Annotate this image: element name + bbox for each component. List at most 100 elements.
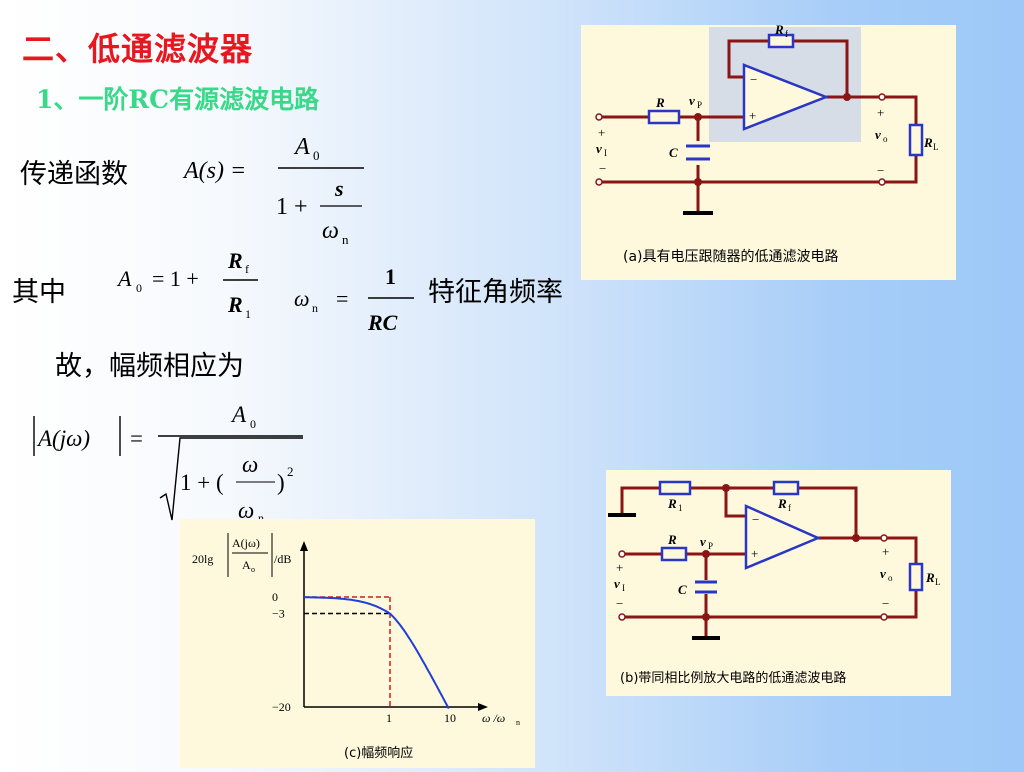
figure-b-noninverting-lowpass: − + R 1 R f R v P + v I − C + v o − R L … (606, 470, 951, 696)
label-vo: v (875, 127, 881, 142)
figure-a-circuit: − + R f R v P + v I − C + v o − R L (a)具… (595, 22, 939, 265)
amp-den-one: 1 + ( (180, 470, 224, 495)
tf-denominator-omega-sub: n (342, 232, 349, 247)
ylabel-unit: /dB (274, 552, 291, 566)
figure-c-caption: (c)幅频响应 (344, 745, 413, 761)
a0-denominator-sub: 1 (245, 307, 251, 321)
tf-denominator-omega: ω (322, 218, 339, 244)
y-tick-label: 0 (272, 590, 278, 604)
a0-equals: = 1 + (152, 266, 199, 291)
opamp-triangle (744, 504, 822, 570)
amp-den-omega-n-sub: n (258, 511, 264, 523)
label-out-minus: − (882, 596, 889, 611)
resistor-rl (908, 123, 924, 157)
label-c: C (669, 145, 678, 160)
label-in-minus: − (599, 161, 606, 176)
node-ground (702, 613, 710, 621)
x-tick-label: 1 (386, 711, 392, 725)
tf-numerator-sub: 0 (313, 148, 320, 163)
amp-lhs: A(jω) (36, 426, 90, 451)
label-vo-sub: o (888, 573, 893, 583)
label-rf: R (774, 25, 784, 37)
wn-description: 特征角频率 (428, 277, 563, 308)
label-r: R (655, 95, 665, 110)
label-rf-sub: f (785, 29, 788, 39)
label-rl-sub: L (935, 577, 941, 587)
terminal-out-bottom (880, 613, 888, 621)
where-label: 其中 (12, 277, 66, 308)
ground-rail (599, 155, 918, 184)
label-out-minus: − (877, 163, 884, 178)
label-rl: R (923, 135, 933, 150)
label-in-plus: + (598, 125, 605, 140)
label-in-plus: + (616, 560, 623, 575)
ylabel-denominator: A (242, 558, 251, 572)
opamp-plus: + (749, 108, 756, 123)
page-title: 二、低通滤波器 (22, 30, 254, 68)
figure-b-caption: (b)带同相比例放大电路的低通滤波电路 (620, 670, 846, 686)
label-out-plus: + (882, 544, 889, 559)
xlabel-sub: n (516, 718, 520, 727)
node-ground (694, 178, 702, 186)
a0-lhs: A (116, 266, 132, 291)
sqrt-sign (159, 437, 303, 521)
label-r1: R (667, 496, 677, 511)
label-vp-sub: P (708, 541, 713, 551)
amplitude-response-label: 故，幅频相应为 (55, 351, 244, 382)
ground-rail (622, 590, 918, 619)
ylabel-numerator: A(jω) (232, 536, 260, 550)
wn-numerator: 1 (385, 264, 396, 289)
r1-left-wire (620, 486, 660, 515)
a0-numerator-sub: f (245, 262, 249, 276)
label-vo: v (880, 566, 886, 581)
node-output (852, 534, 860, 542)
feedback-right-wire (793, 39, 849, 97)
label-out-plus: + (877, 105, 884, 120)
terminal-in-top (595, 113, 603, 121)
wn-equals: = (336, 286, 348, 311)
resistor-r (660, 546, 688, 562)
ylabel-prefix: 20lg (192, 552, 213, 566)
wn-formula: ω n = 1 RC (294, 264, 414, 335)
label-c: C (678, 582, 687, 597)
inverting-input-wire (724, 488, 746, 518)
terminal-in-top (618, 550, 626, 558)
label-rf: R (777, 496, 787, 511)
tf-numerator: A (293, 134, 310, 160)
x-tick-label: 10 (444, 711, 456, 725)
y-axis-arrow (300, 541, 308, 551)
y-tick-label: −20 (272, 700, 291, 714)
figure-b-circuit: − + R 1 R f R v P + v I − C + v o − R L … (608, 480, 941, 686)
magnitude-curve (303, 596, 450, 710)
terminal-in-bottom (595, 178, 603, 186)
a0-lhs-sub: 0 (136, 281, 142, 295)
figure-a-voltage-follower-lowpass: − + R f R v P + v I − C + v o − R L (a)具… (581, 22, 956, 280)
label-r: R (667, 532, 677, 547)
tf-denominator-s: s (334, 176, 344, 201)
resistor-rf (767, 33, 795, 49)
opamp-minus: − (750, 72, 757, 87)
amp-equals: = (130, 426, 143, 451)
amp-numerator-sub: 0 (250, 417, 256, 431)
label-vi-sub: I (604, 148, 607, 158)
node-vp (694, 113, 702, 121)
label-vo-sub: o (883, 134, 888, 144)
wn-lhs: ω (294, 286, 310, 311)
wn-lhs-sub: n (312, 301, 318, 315)
a0-denominator: R (227, 292, 243, 317)
label-vp: v (700, 534, 706, 549)
ylabel-denominator-sub: o (251, 565, 255, 574)
terminal-out-top (880, 534, 888, 542)
label-vi: v (614, 576, 620, 591)
label-vi: v (596, 141, 602, 156)
resistor-r (647, 109, 681, 125)
resistor-rl (908, 562, 924, 592)
terminal-out-bottom (878, 178, 886, 186)
label-vp: v (689, 93, 695, 108)
label-vi-sub: I (622, 583, 625, 593)
opamp-triangle (742, 63, 830, 131)
opamp-minus: − (752, 512, 759, 527)
terminal-out-top (878, 93, 886, 101)
